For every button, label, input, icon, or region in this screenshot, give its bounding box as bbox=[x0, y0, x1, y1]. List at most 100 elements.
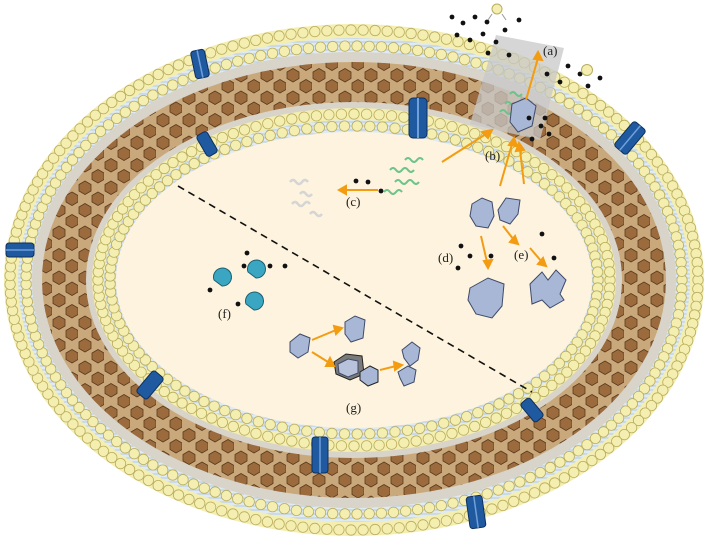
lipid-head bbox=[152, 68, 164, 81]
lipid-head bbox=[482, 145, 495, 158]
lipid-head bbox=[302, 506, 314, 518]
lipid-head bbox=[73, 146, 85, 159]
inner-lipid-heads bbox=[92, 108, 616, 452]
lipid-head bbox=[553, 191, 565, 203]
lipid-head bbox=[645, 148, 658, 160]
lipid-head bbox=[503, 480, 515, 492]
label-d: (d) bbox=[438, 250, 453, 265]
lipid-head bbox=[89, 109, 101, 121]
lipid-head bbox=[592, 266, 604, 278]
lipid-head bbox=[612, 412, 625, 424]
lipid-head bbox=[179, 385, 191, 397]
lipid-head bbox=[385, 110, 398, 122]
lipid-head bbox=[458, 54, 471, 66]
lipid-head bbox=[405, 520, 417, 533]
enzyme-icon bbox=[207, 267, 232, 293]
lipid-head bbox=[238, 511, 250, 523]
lipid-head bbox=[512, 388, 525, 400]
lipid-head bbox=[335, 108, 347, 120]
lipid-head bbox=[568, 466, 580, 478]
lipid-head bbox=[227, 420, 239, 432]
lipid-head bbox=[227, 40, 239, 52]
lipid-head bbox=[87, 132, 99, 144]
divider-line bbox=[177, 185, 533, 393]
lipid-head bbox=[524, 471, 536, 483]
lipid-head bbox=[128, 189, 140, 201]
lipid-head bbox=[81, 116, 94, 128]
lipid-head bbox=[389, 122, 401, 134]
protein-icon bbox=[529, 269, 567, 309]
lipid-head bbox=[326, 427, 338, 439]
lipid-head bbox=[387, 506, 400, 518]
lipid-head bbox=[89, 439, 101, 451]
protein-icon bbox=[469, 197, 495, 229]
lipid-head bbox=[632, 158, 645, 170]
lipid-head bbox=[426, 128, 438, 140]
lipid-head bbox=[264, 129, 276, 141]
lipid-head bbox=[135, 182, 147, 194]
released-vesicles bbox=[487, 3, 593, 76]
lipid-head bbox=[446, 427, 458, 439]
lipid-head bbox=[389, 426, 401, 438]
lipid-head bbox=[457, 424, 470, 436]
lipid-head bbox=[31, 176, 44, 188]
lipid-head bbox=[111, 435, 123, 448]
lipid-head bbox=[95, 125, 107, 137]
lipid-head bbox=[667, 368, 679, 380]
lipid-head bbox=[530, 376, 542, 388]
lipid-head bbox=[449, 134, 461, 146]
lipid-head bbox=[554, 92, 566, 104]
lipid-head bbox=[644, 173, 656, 185]
lipid-head bbox=[568, 82, 580, 94]
lipid-head bbox=[139, 194, 151, 206]
lipid-head bbox=[243, 496, 255, 508]
lipid-head bbox=[357, 524, 369, 536]
lipid-head bbox=[490, 412, 502, 424]
lipid-head bbox=[142, 175, 154, 187]
lipid-head bbox=[438, 417, 450, 429]
lipid-head bbox=[264, 418, 276, 431]
lipid-head bbox=[554, 456, 566, 468]
lipid-head bbox=[273, 30, 285, 42]
enzyme-icon bbox=[235, 291, 264, 311]
lipid-head bbox=[128, 359, 140, 371]
lipid-head bbox=[150, 169, 162, 181]
lipid-head bbox=[644, 375, 656, 387]
lipid-head bbox=[345, 24, 357, 36]
lipid-head bbox=[447, 497, 459, 509]
lipid-head bbox=[539, 482, 551, 494]
lipid-head bbox=[574, 352, 586, 364]
lipid-head bbox=[604, 266, 616, 278]
lipid-head bbox=[250, 34, 262, 47]
lipid-head bbox=[417, 519, 429, 531]
lipid-head bbox=[321, 523, 333, 535]
lipid-head bbox=[417, 29, 429, 41]
lipid-head bbox=[241, 136, 253, 148]
label-g: (g) bbox=[346, 400, 361, 415]
lipid-head bbox=[323, 109, 335, 121]
lipid-head bbox=[503, 393, 515, 405]
lipid-head bbox=[162, 484, 174, 496]
lipid-head bbox=[452, 512, 464, 524]
lipid-head bbox=[363, 508, 375, 520]
transport-arrows bbox=[441, 49, 544, 187]
lipid-head bbox=[157, 464, 169, 476]
porin-icon bbox=[311, 436, 329, 474]
lipid-head bbox=[205, 501, 217, 513]
lipid-head bbox=[152, 479, 164, 492]
enzyme-icon bbox=[241, 259, 266, 279]
lipid-head bbox=[348, 440, 360, 452]
lipid-head bbox=[399, 505, 412, 517]
lipid-head bbox=[170, 379, 182, 391]
lipid-head bbox=[339, 508, 351, 520]
label-c: (c) bbox=[346, 194, 360, 209]
lipid-head bbox=[553, 357, 565, 369]
lipid-head bbox=[261, 32, 273, 44]
lipid-head bbox=[219, 404, 231, 417]
lipid-head bbox=[398, 437, 410, 449]
lipid-head bbox=[369, 523, 381, 536]
lipid-head bbox=[446, 121, 458, 133]
lipid-head bbox=[297, 27, 309, 39]
lipid-head bbox=[538, 370, 551, 382]
lipid-head bbox=[119, 442, 131, 454]
